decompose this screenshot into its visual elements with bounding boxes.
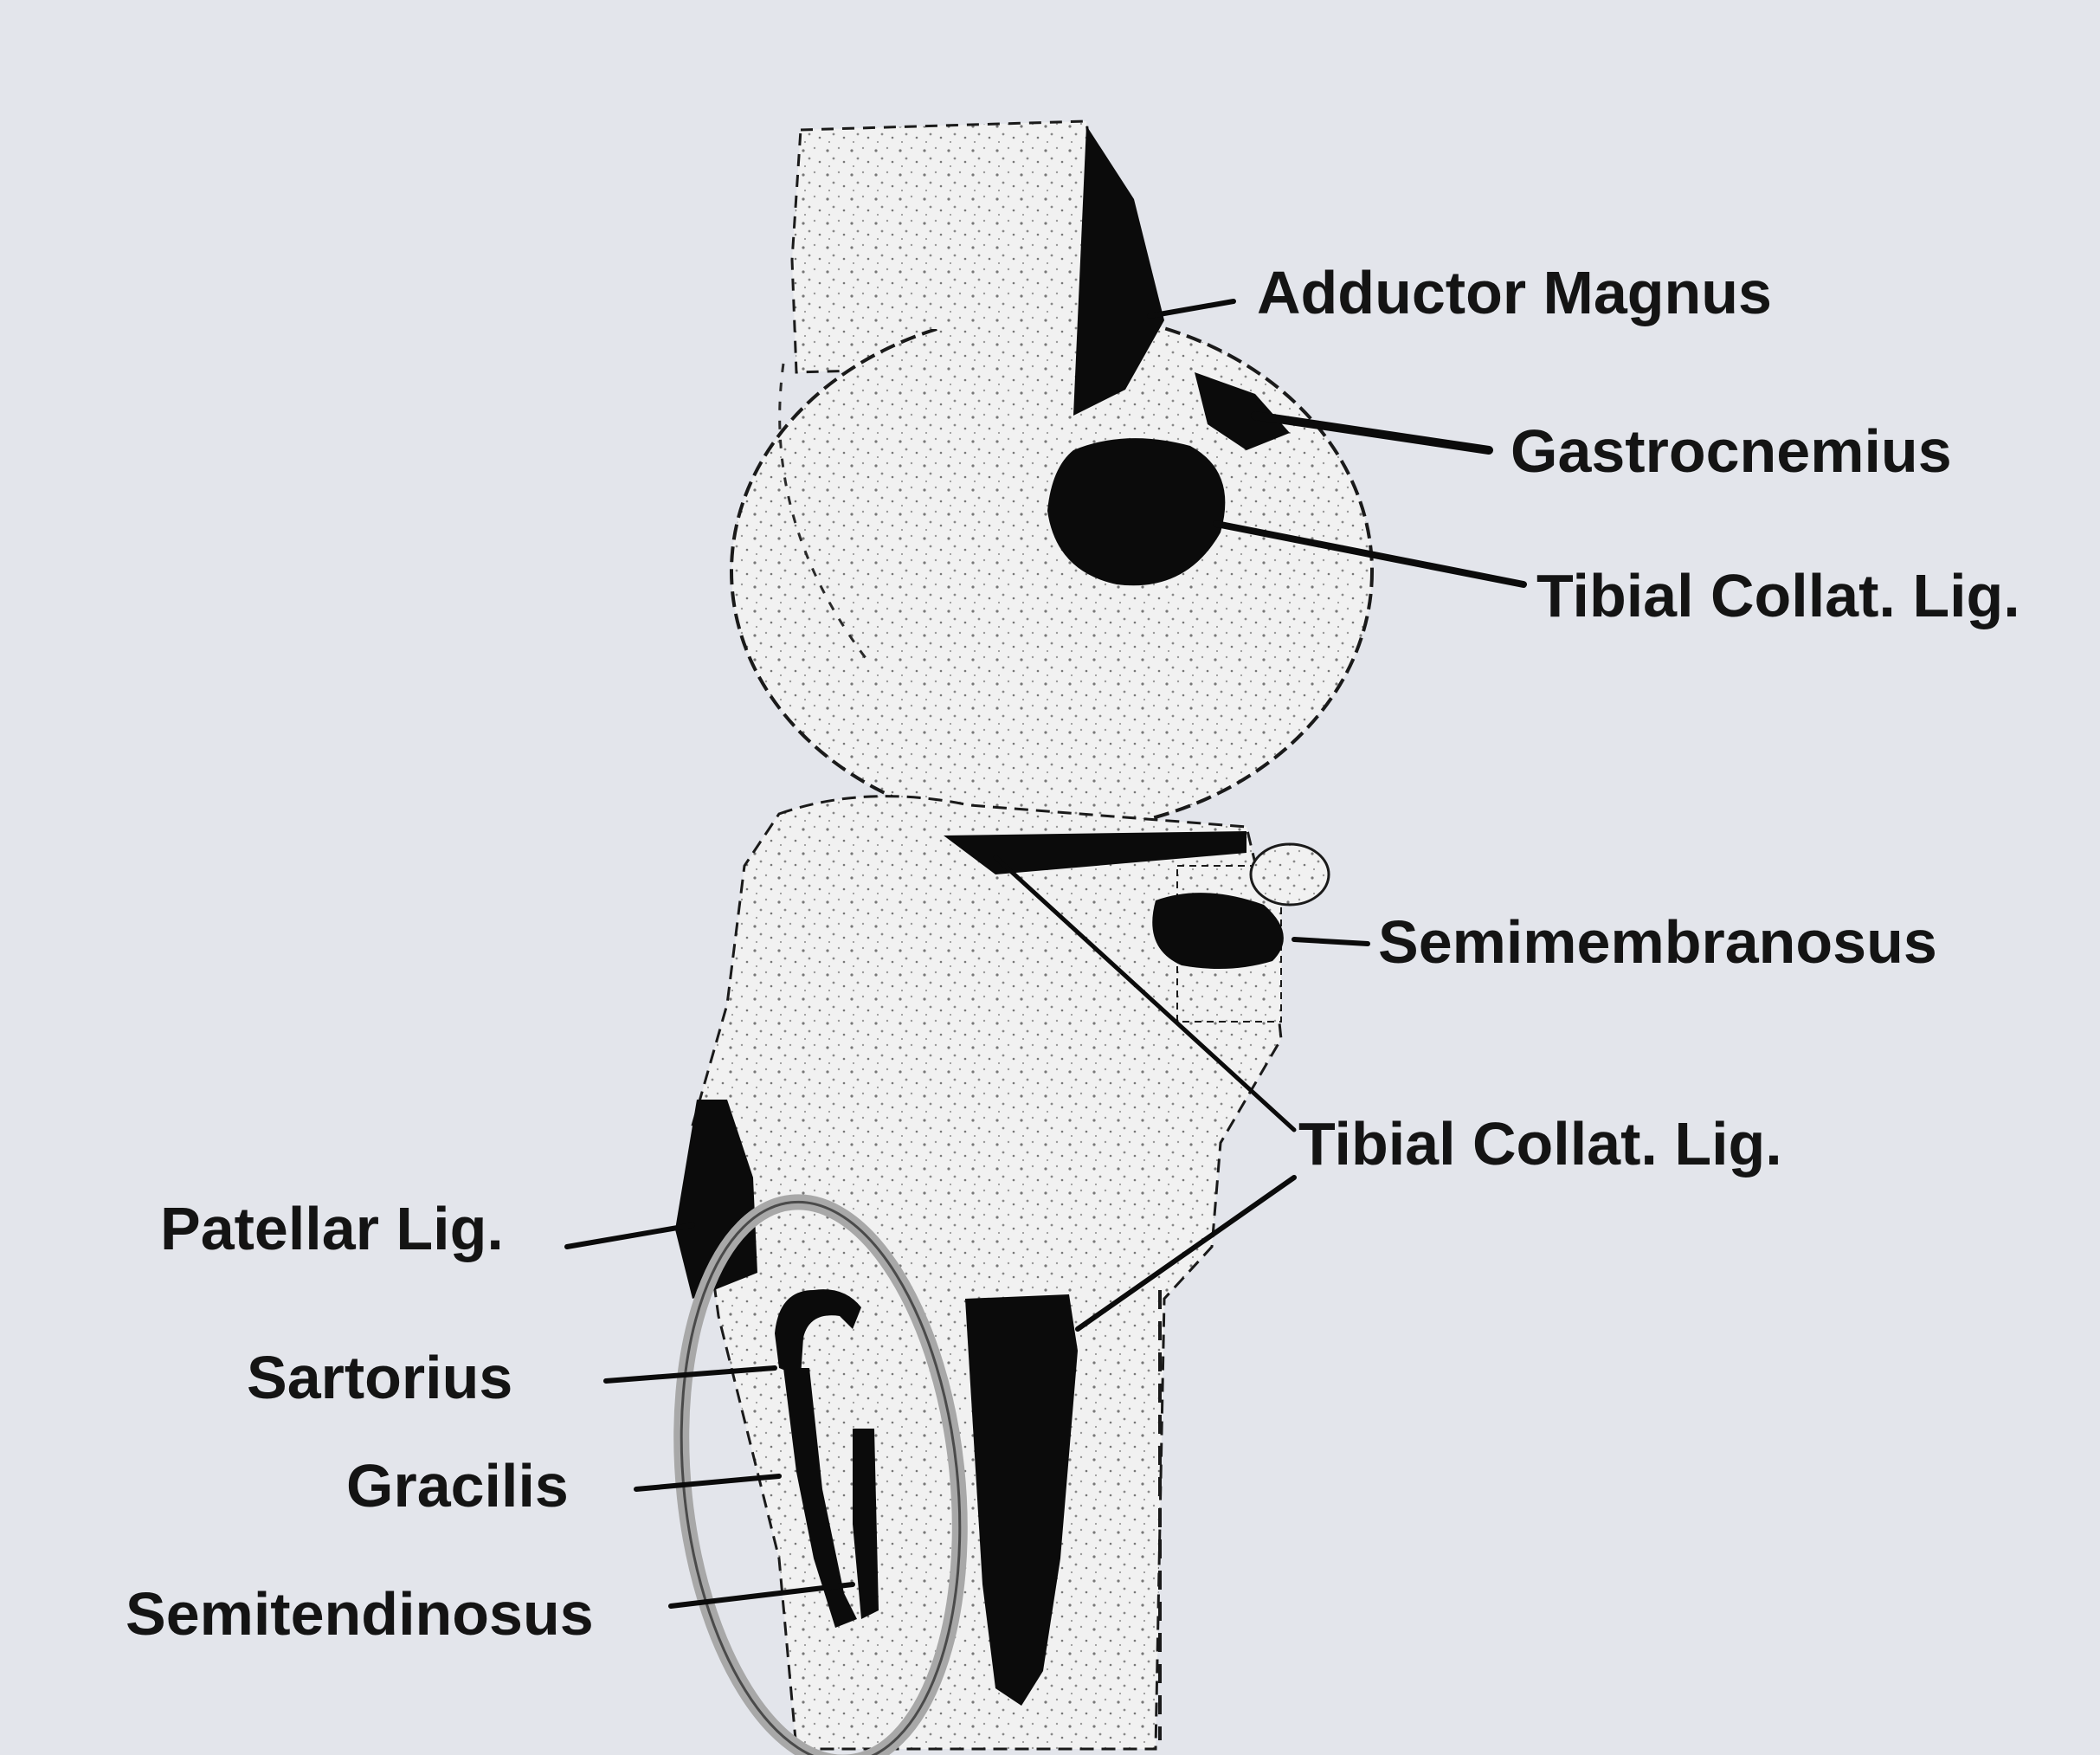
- label-adductor-magnus: Adductor Magnus: [1257, 259, 1772, 326]
- label-semimembranosus: Semimembranosus: [1378, 908, 1937, 976]
- label-sartorius: Sartorius: [247, 1344, 512, 1411]
- label-semitendinosus: Semitendinosus: [126, 1580, 594, 1648]
- label-patellar-lig: Patellar Lig.: [160, 1195, 504, 1262]
- label-tibial-collat-lig-lower: Tibial Collat. Lig.: [1298, 1110, 1782, 1178]
- leader-patellar-lig: [567, 1225, 692, 1247]
- leader-adductor-magnus: [1150, 301, 1234, 316]
- bony-tubercle: [1251, 844, 1329, 905]
- label-tibial-collat-lig-upper: Tibial Collat. Lig.: [1536, 562, 2020, 629]
- label-gracilis: Gracilis: [346, 1452, 569, 1519]
- femur: [731, 121, 1372, 831]
- femoral-condyle: [731, 312, 1372, 831]
- leader-gracilis: [636, 1476, 779, 1489]
- femur-shaft-cover: [805, 130, 1098, 329]
- label-gastrocnemius: Gastrocnemius: [1511, 417, 1952, 485]
- leader-semimembranosus: [1294, 939, 1368, 944]
